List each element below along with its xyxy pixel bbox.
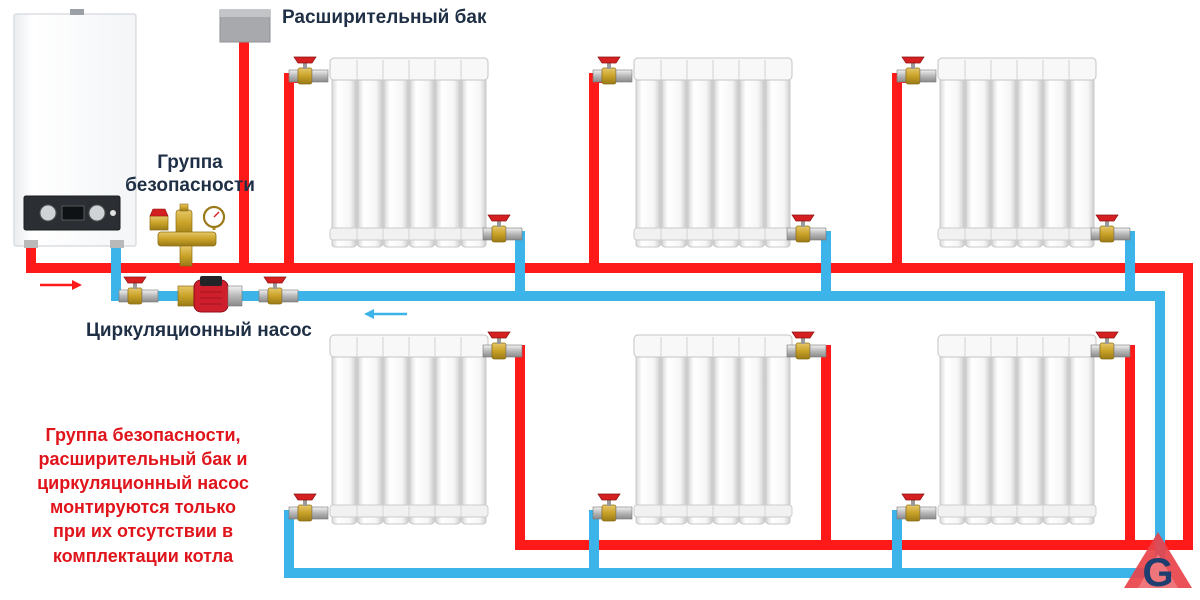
- installation-note: Группа безопасности, расширительный бак …: [18, 423, 268, 568]
- expansion-tank: [219, 9, 271, 43]
- circulation-pump-label: Циркуляционный насос: [86, 320, 312, 341]
- note-line: комплектации котла: [52, 545, 234, 566]
- safety-valve-icon: [149, 208, 169, 217]
- safety-group-label: Группа безопасности: [120, 152, 260, 198]
- radiator-top-2: [633, 57, 793, 248]
- boiler-display-icon: [61, 205, 85, 221]
- radiator-top-3: [937, 57, 1097, 248]
- radiator-bottom-3: [937, 334, 1097, 525]
- boiler-dial-icon: [39, 204, 57, 222]
- site-logo: G: [1124, 532, 1192, 592]
- note-line: монтируются только: [49, 497, 236, 518]
- note-line: циркуляционный насос: [37, 473, 249, 494]
- return-flow-arrow: [364, 309, 407, 319]
- boiler: [13, 9, 137, 248]
- safety-group-label-line: безопасности: [125, 174, 255, 196]
- radiator-top-1: [329, 57, 489, 248]
- supply-flow-arrow: [40, 280, 82, 290]
- boiler-dial-icon: [88, 204, 106, 222]
- note-line: расширительный бак и: [38, 449, 248, 470]
- logo-letter: G: [1142, 551, 1173, 592]
- radiator-bottom-2: [633, 334, 793, 525]
- note-line: при их отсутствии в: [52, 521, 234, 542]
- expansion-tank-label: Расширительный бак: [282, 7, 487, 28]
- circulation-pump: [118, 276, 299, 313]
- radiator-bottom-1: [329, 334, 489, 525]
- note-line: Группа безопасности,: [45, 425, 241, 445]
- safety-group: [149, 203, 226, 267]
- safety-group-label-line: Группа: [157, 152, 223, 173]
